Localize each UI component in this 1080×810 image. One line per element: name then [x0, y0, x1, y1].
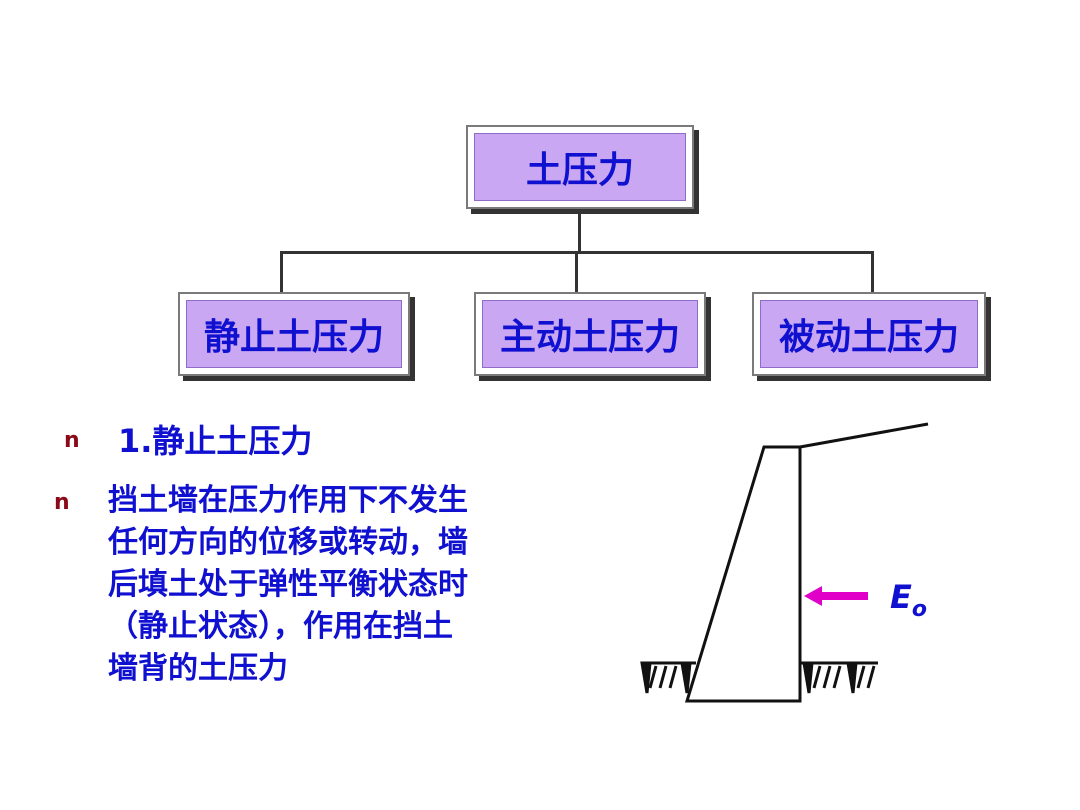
- root-node-label: 土压力: [525, 150, 634, 191]
- ground-hatch-right: [800, 661, 878, 694]
- paragraph-line: 墙背的土压力: [108, 651, 288, 686]
- child-node-fill: 静止土压力: [186, 300, 402, 368]
- section-heading: 1.静止土压力: [118, 422, 313, 460]
- paragraph-line: 挡土墙在压力作用下不发生: [108, 483, 468, 518]
- paragraph-line: （静止状态），作用在挡土: [108, 609, 453, 644]
- child-node-fill: 被动土压力: [760, 300, 978, 368]
- child-node-label-active: 主动土压力: [499, 317, 680, 358]
- wall-body: [684, 445, 802, 703]
- ground-hatch-left: [640, 661, 696, 694]
- force-label: Eo: [890, 578, 927, 622]
- connector-right-drop: [871, 251, 874, 293]
- backfill-surface: [799, 422, 929, 449]
- bullet-marker: n: [64, 428, 80, 453]
- force-subscript: o: [912, 597, 927, 622]
- definition-paragraph: 挡土墙在压力作用下不发生 任何方向的位移或转动，墙 后填土处于弹性平衡状态时 （…: [108, 480, 548, 690]
- root-node-fill: 土压力: [474, 133, 686, 201]
- child-node-box-passive: 被动土压力: [752, 292, 986, 376]
- paragraph-line: 后填土处于弹性平衡状态时: [108, 567, 468, 602]
- connector-left-drop: [280, 251, 283, 293]
- child-node-label-passive: 被动土压力: [778, 317, 959, 358]
- connector-mid-drop: [575, 251, 578, 293]
- retaining-wall-figure: Eo: [640, 422, 929, 703]
- child-node-box-static: 静止土压力: [178, 292, 410, 376]
- earth-pressure-arrow-icon: [804, 586, 868, 606]
- connector-trunk: [578, 209, 581, 252]
- paragraph-line: 任何方向的位移或转动，墙: [108, 525, 468, 560]
- root-node-box: 土压力: [466, 125, 694, 209]
- bullet-marker: n: [54, 490, 70, 515]
- force-symbol: E: [890, 578, 912, 616]
- child-node-fill: 主动土压力: [482, 300, 698, 368]
- child-node-box-active: 主动土压力: [474, 292, 706, 376]
- child-node-label-static: 静止土压力: [203, 317, 384, 358]
